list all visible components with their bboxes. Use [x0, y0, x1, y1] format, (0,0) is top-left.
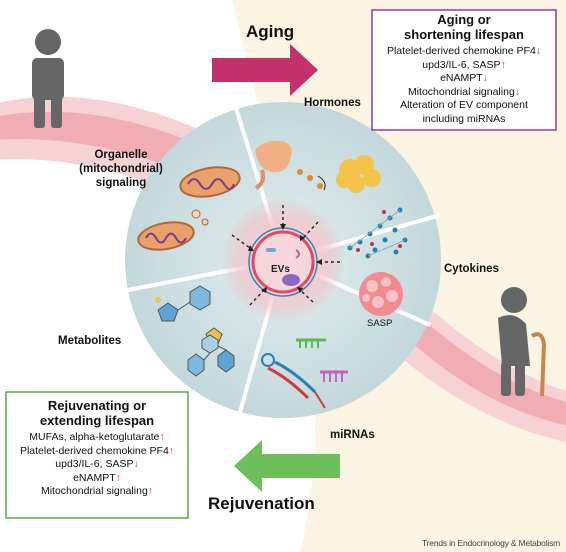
organelle-label: Organelle (mitochondrial) signaling — [66, 148, 176, 190]
box-item-text: Alteration of EV component — [400, 99, 528, 111]
box-item-text: eNAMPT — [440, 72, 483, 84]
young-person-icon — [32, 29, 64, 128]
aging-title: Aging — [246, 22, 295, 41]
box-item-text: eNAMPT — [73, 471, 116, 484]
organelle-label-line: (mitochondrial) — [79, 163, 163, 175]
elderly-person-icon — [498, 287, 547, 397]
down-arrow-icon: ↓ — [514, 85, 521, 98]
box-item-text: Platelet-derived chemokine PF4 — [19, 444, 169, 457]
box-item-text: upd3/IL-6, SASP — [422, 58, 501, 71]
box-item: Platelet-derived chemokine PF4↓ — [373, 45, 555, 59]
box-item: Alteration of EV component — [373, 99, 555, 113]
box-item: Mitochondrial signaling↑ — [7, 485, 187, 499]
journal-credit: Trends in Endocrinology & Metabolism — [422, 538, 560, 548]
box-item: including miRNAs — [373, 113, 555, 127]
sasp-cell-icon — [359, 272, 403, 316]
down-arrow-icon: ↓ — [482, 72, 488, 84]
up-arrow-icon: ↑ — [147, 485, 154, 497]
rejuvenation-title: Rejuvenation — [208, 494, 315, 513]
aging-box-heading: Aging or shortening lifespan — [404, 12, 524, 42]
rejuvenation-arrow — [234, 440, 340, 492]
mirnas-label: miRNAs — [330, 429, 375, 441]
hormone-gland-icon — [254, 141, 292, 190]
aging-arrow — [212, 44, 318, 96]
aging-info-box: Aging or shortening lifespan Platelet-de… — [373, 12, 555, 126]
box-item: Platelet-derived chemokine PF4↑ — [7, 445, 187, 459]
hormones-label: Hormones — [304, 97, 361, 109]
ev-ring — [251, 230, 315, 294]
up-arrow-icon: ↑ — [500, 58, 506, 71]
sasp-label: SASP — [367, 318, 393, 329]
box-item-text: Mitochondrial signaling — [407, 85, 515, 98]
pink-band-outer — [0, 96, 566, 443]
hormone-dots — [297, 169, 323, 189]
metabolites-label: Metabolites — [58, 335, 122, 347]
up-arrow-icon: ↑ — [168, 444, 175, 457]
box-item-text: upd3/IL-6, SASP — [55, 458, 134, 470]
box-item-text: MUFAs, alpha-ketoglutarate — [29, 431, 160, 443]
box-item: Mitochondrial signaling↓ — [373, 86, 555, 100]
up-arrow-icon: ↑ — [159, 431, 165, 443]
box-item-text: Mitochondrial signaling — [40, 485, 148, 497]
up-arrow-icon: ↑ — [115, 471, 121, 484]
rejuvenation-info-box: Rejuvenating or extending lifespan MUFAs… — [7, 398, 187, 499]
box-item-text: including miRNAs — [422, 112, 506, 125]
mitochondrion-icon-2 — [137, 221, 195, 251]
adipose-icon — [336, 155, 381, 193]
cytokines-label: Cytokines — [444, 263, 499, 275]
organelle-label-line: Organelle — [94, 149, 148, 161]
box-item: upd3/IL-6, SASP↑ — [373, 59, 555, 73]
box-item: upd3/IL-6, SASP↓ — [7, 458, 187, 472]
organelle-label-line: signaling — [95, 177, 147, 189]
dashed-arrows — [231, 205, 340, 306]
ev-cargo-icon — [282, 274, 300, 286]
box-item: MUFAs, alpha-ketoglutarate↑ — [7, 431, 187, 445]
down-arrow-icon: ↓ — [535, 45, 542, 57]
box-item: eNAMPT↓ — [373, 72, 555, 86]
down-arrow-icon: ↓ — [133, 458, 139, 470]
metabolite-molecule-icon — [157, 285, 235, 377]
box-item-text: Platelet-derived chemokine PF4 — [386, 45, 536, 57]
evs-label: EVs — [271, 264, 290, 275]
pink-band-inner — [0, 111, 566, 426]
box-item: eNAMPT↑ — [7, 472, 187, 486]
mirna-hairpin-icon — [261, 353, 326, 409]
rejuvenation-box-heading: Rejuvenating or extending lifespan — [39, 398, 155, 428]
mitochondrion-icon-1 — [179, 166, 241, 198]
